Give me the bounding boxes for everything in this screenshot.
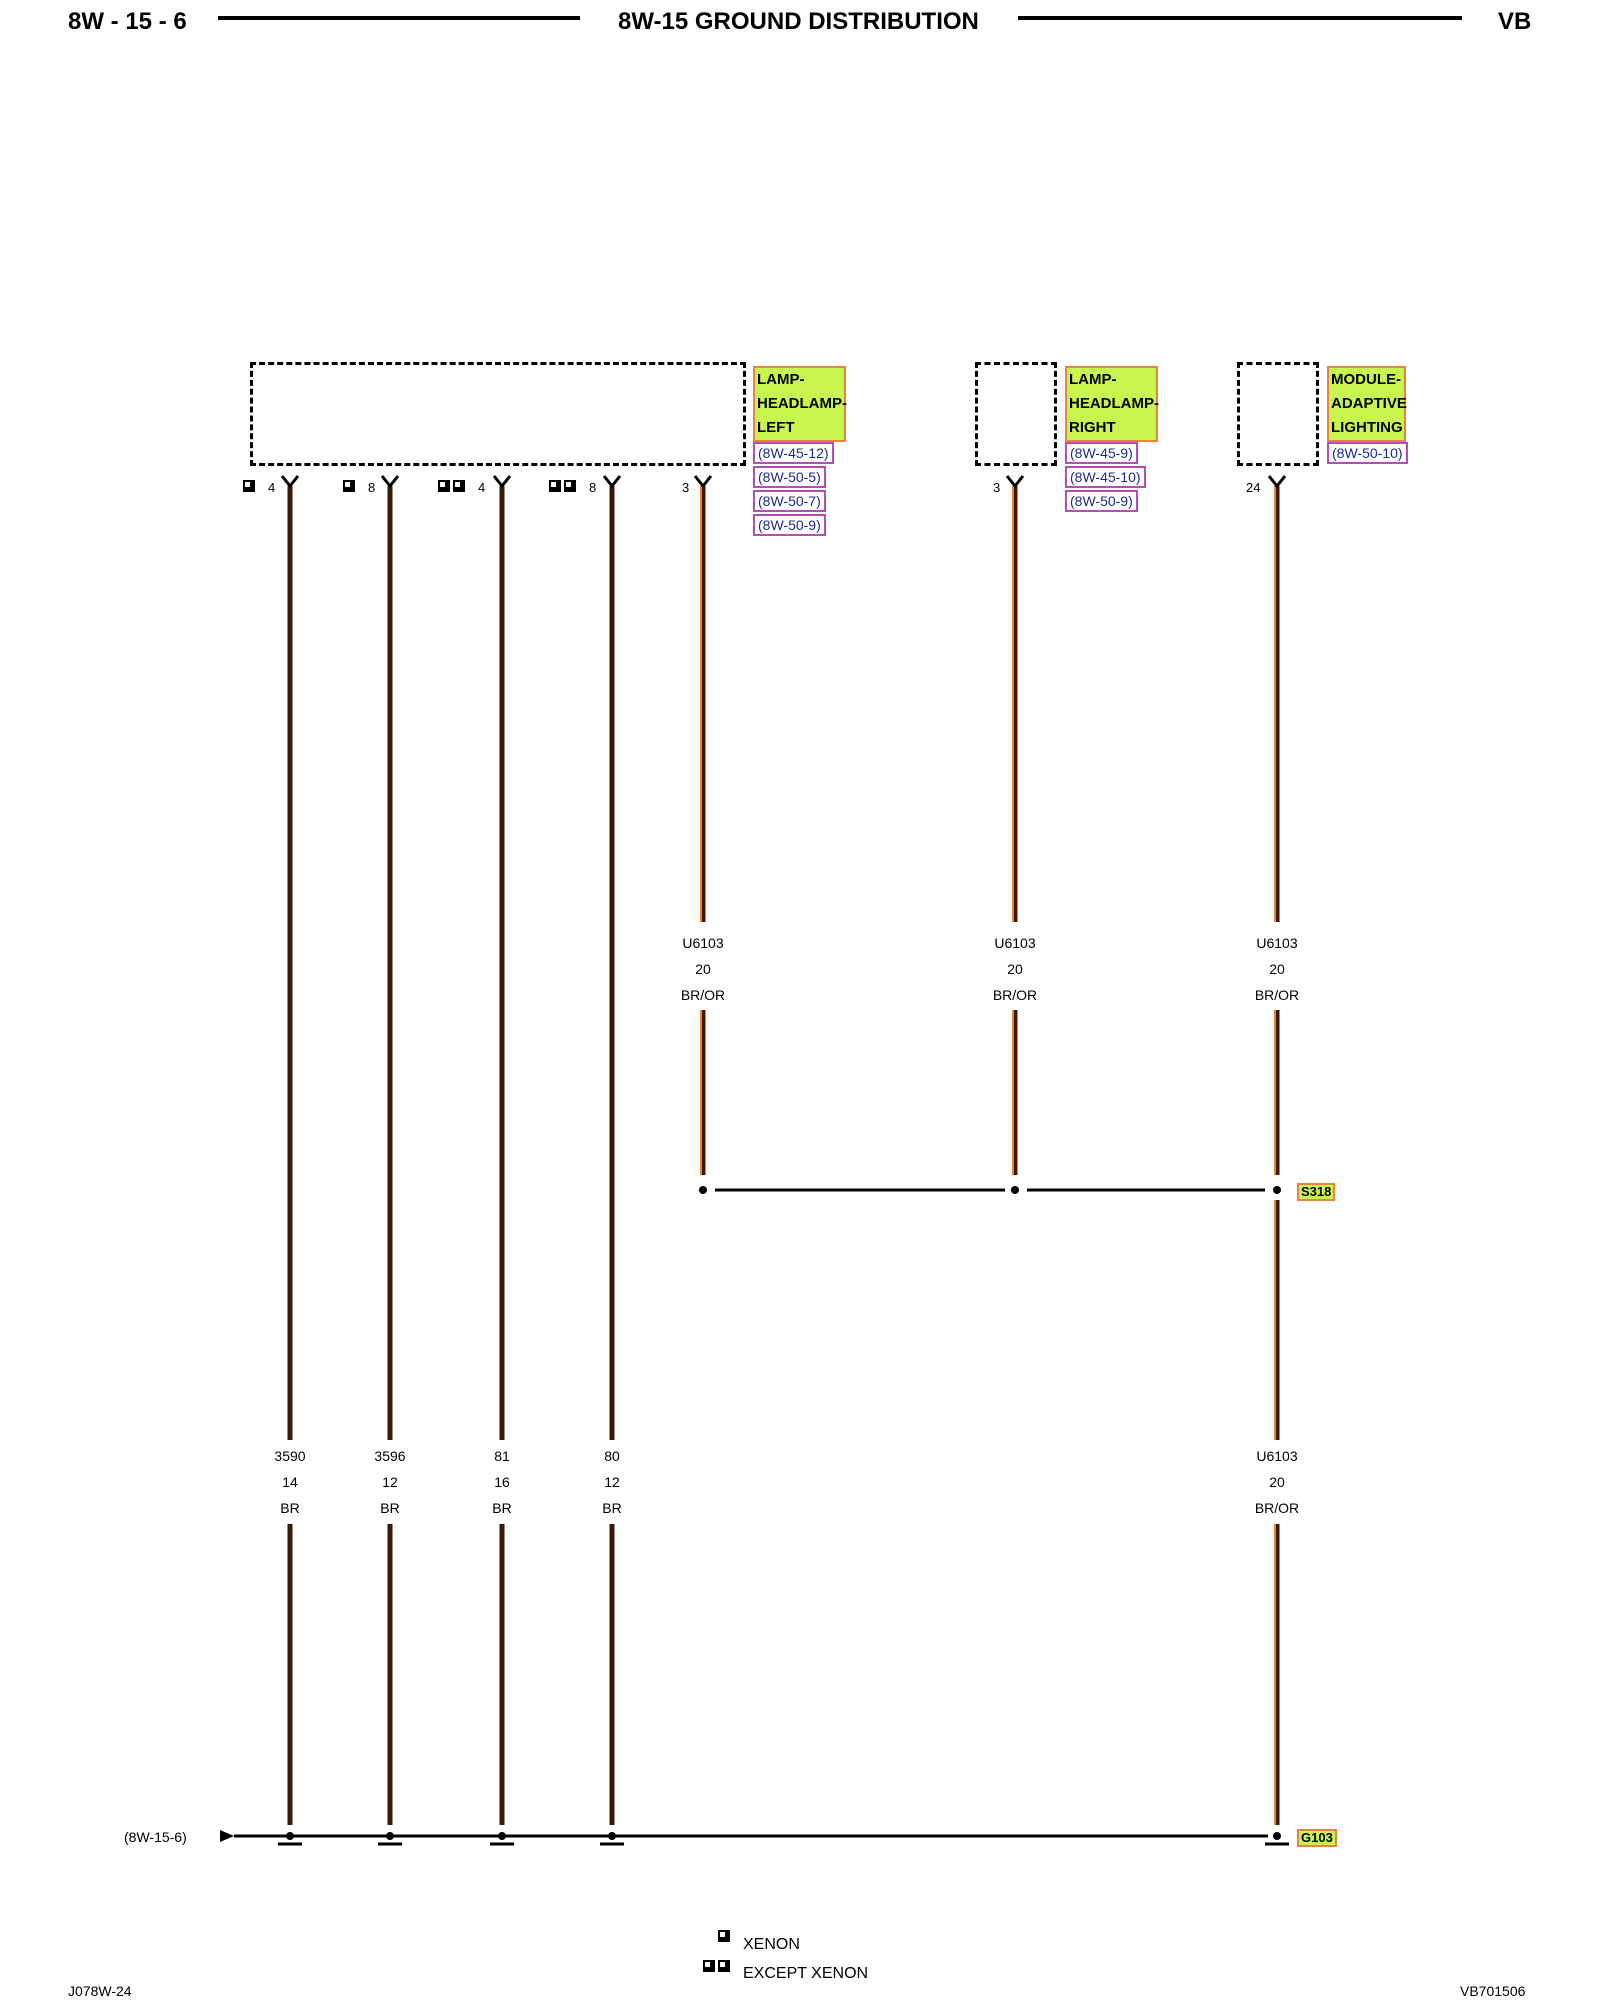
except-xenon-marker-icon bbox=[718, 1960, 730, 1972]
except-xenon-marker-icon bbox=[549, 480, 561, 492]
wire-label: 3596 12 BR bbox=[374, 1448, 406, 1516]
ref-link[interactable]: (8W-50-9) bbox=[753, 514, 826, 536]
pin-number: 8 bbox=[368, 480, 376, 495]
wire-label: U6103 20 BR/OR bbox=[1254, 1448, 1300, 1516]
ref-link[interactable]: (8W-45-12) bbox=[753, 442, 834, 464]
wire-label: 80 12 BR bbox=[602, 1448, 622, 1516]
component-adaptive-lighting-label: MODULE- ADAPTIVE LIGHTING bbox=[1327, 366, 1407, 442]
ref-link[interactable]: (8W-45-9) bbox=[1065, 442, 1138, 464]
wire-u6103-left bbox=[700, 486, 706, 1175]
page-title: 8W-15 GROUND DISTRIBUTION bbox=[618, 8, 979, 35]
xenon-marker-icon bbox=[718, 1930, 730, 1942]
component-headlamp-right-box bbox=[975, 362, 1057, 466]
ref-link[interactable]: (8W-50-9) bbox=[1065, 490, 1138, 512]
except-xenon-marker-icon bbox=[564, 480, 576, 492]
legend-xenon: XENON bbox=[743, 1936, 800, 1953]
ground-bus bbox=[220, 1830, 1289, 1846]
ground-label[interactable]: G103 bbox=[1297, 1829, 1337, 1847]
pin-number: 3 bbox=[682, 480, 690, 495]
vehicle-code: VB bbox=[1498, 8, 1532, 35]
pin-number: 24 bbox=[1246, 480, 1261, 495]
header-rule-left bbox=[218, 16, 580, 20]
ref-link[interactable]: (8W-50-10) bbox=[1327, 442, 1408, 464]
component-headlamp-left-box bbox=[250, 362, 746, 466]
except-xenon-marker-icon bbox=[453, 480, 465, 492]
header-rule-right bbox=[1018, 16, 1462, 20]
wire-label: U6103 20 BR/OR bbox=[1254, 935, 1300, 1003]
pin-number: 8 bbox=[589, 480, 597, 495]
wire-label: 3590 14 BR bbox=[274, 1448, 306, 1516]
pin-number: 4 bbox=[478, 480, 486, 495]
wire-label: U6103 20 BR/OR bbox=[680, 935, 726, 1003]
except-xenon-marker-icon bbox=[438, 480, 450, 492]
wire-u6103-module bbox=[1274, 486, 1280, 1175]
page-number: 8W - 15 - 6 bbox=[68, 8, 187, 35]
splice-bus bbox=[699, 1186, 1281, 1194]
ref-link[interactable]: (8W-45-10) bbox=[1065, 466, 1146, 488]
splice-label[interactable]: S318 bbox=[1297, 1183, 1336, 1201]
wire-u6103-ground bbox=[1274, 1200, 1280, 1825]
except-xenon-marker-icon bbox=[703, 1960, 715, 1972]
component-headlamp-right-label: LAMP- HEADLAMP- RIGHT bbox=[1065, 366, 1159, 442]
ref-link[interactable]: (8W-50-5) bbox=[753, 466, 826, 488]
pin-number: 3 bbox=[993, 480, 1001, 495]
xenon-marker-icon bbox=[343, 480, 355, 492]
wire-label: U6103 20 BR/OR bbox=[992, 935, 1038, 1003]
ground-ref-link[interactable]: (8W-15-6) bbox=[124, 1829, 187, 1845]
xenon-marker-icon bbox=[243, 480, 255, 492]
component-adaptive-lighting-box bbox=[1237, 362, 1319, 466]
pin-number: 4 bbox=[268, 480, 276, 495]
ref-link[interactable]: (8W-50-7) bbox=[753, 490, 826, 512]
legend-except-xenon: EXCEPT XENON bbox=[743, 1965, 869, 1982]
footer-right-code: VB701506 bbox=[1460, 1983, 1526, 1999]
wire-label: 81 16 BR bbox=[492, 1448, 512, 1516]
component-headlamp-left-label: LAMP- HEADLAMP- LEFT bbox=[753, 366, 847, 442]
footer-left-code: J078W-24 bbox=[68, 1983, 132, 1999]
wire-u6103-right bbox=[1012, 486, 1018, 1175]
